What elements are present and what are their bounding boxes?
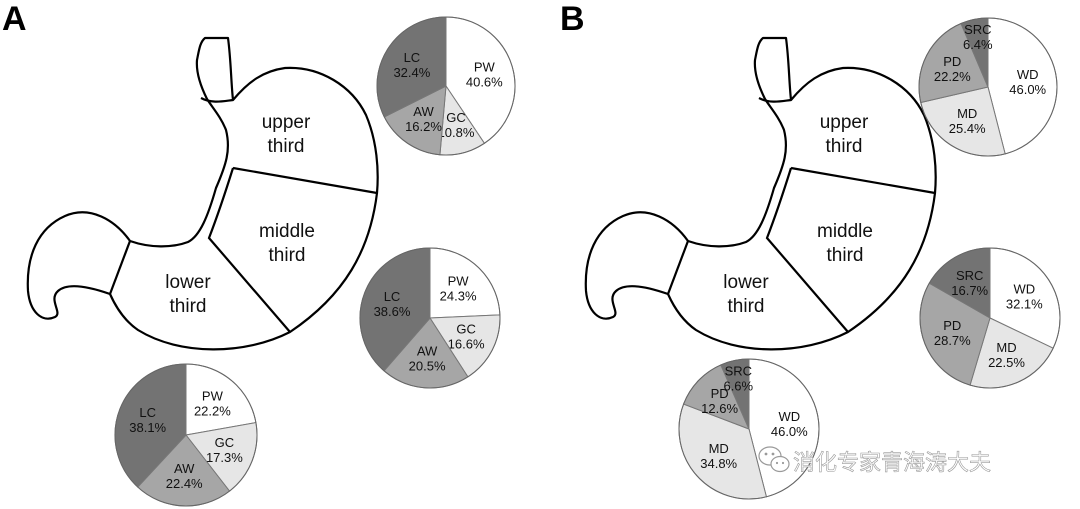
- region-divider: [765, 167, 849, 333]
- region-divider: [207, 167, 291, 333]
- region-divider: [232, 166, 378, 195]
- panel-letter: B: [560, 0, 585, 38]
- panel-letter: A: [2, 0, 27, 38]
- wechat-icon: [758, 446, 790, 473]
- watermark-text: 消化专家青海涛大夫: [793, 451, 991, 476]
- pie-outline: [359, 247, 501, 389]
- region-divider: [108, 240, 132, 295]
- pie-outline: [918, 17, 1058, 157]
- pie-outline: [376, 16, 516, 156]
- region-divider: [666, 240, 690, 295]
- watermark: 消化专家青海涛大夫: [758, 446, 991, 476]
- pie-outline: [114, 363, 258, 507]
- pie-outline: [919, 247, 1061, 389]
- region-divider: [790, 166, 936, 195]
- pie-outline: [678, 358, 820, 500]
